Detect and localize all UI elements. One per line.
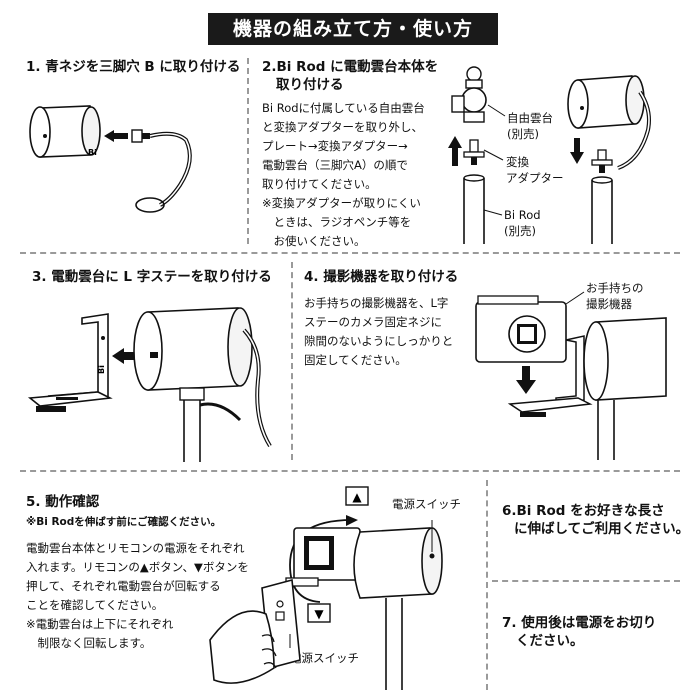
- separator-row1: [20, 252, 680, 254]
- up-button-icon: ▲: [352, 490, 362, 504]
- label-power-switch-bottom: 電源スイッチ: [290, 651, 359, 665]
- step4-title: 4. 撮影機器を取り付ける: [304, 269, 459, 285]
- separator-row2: [20, 470, 680, 472]
- step5-body: 電動雲台本体とリモコンの電源をそれぞれ入れます。リモコンの▲ボタン、▼ボタンを押…: [26, 541, 249, 650]
- separator-v3: [486, 480, 488, 690]
- step2-title-line2: 取り付ける: [276, 77, 344, 93]
- label-bi-rod: Bi Rod(別売): [504, 208, 541, 238]
- step1-device-mark: Bi: [88, 148, 97, 157]
- step2-body: Bi Rodに付属している自由雲台と変換アダプターを取り外し、プレート→変換アダ…: [262, 101, 425, 248]
- separator-v1: [247, 58, 249, 244]
- page-title: 機器の組み立て方・使い方: [208, 13, 498, 45]
- separator-67: [492, 580, 680, 582]
- step6-line2: に伸ばしてご利用ください。: [514, 521, 690, 537]
- label-ball-head: 自由雲台(別売): [507, 111, 553, 141]
- label-power-switch-top: 電源スイッチ: [392, 497, 461, 511]
- step2-title-line1: 2.Bi Rod に電動雲台本体を: [262, 59, 439, 75]
- step4-body: お手持ちの撮影機器を、L字ステーのカメラ固定ネジに 隙間のないようにしっかりと固…: [304, 296, 454, 367]
- step3-title: 3. 電動雲台に L 字ステーを取り付ける: [32, 269, 272, 285]
- separator-v2: [291, 262, 293, 460]
- step6-line1: 6.Bi Rod をお好きな長さ: [502, 503, 665, 519]
- step5-title: 5. 動作確認: [26, 494, 100, 510]
- label-adapter: 変換アダプター: [506, 155, 564, 185]
- step7-line1: 7. 使用後は電源をお切り: [502, 615, 657, 631]
- step5-note: ※Bi Rodを伸ばす前にご確認ください。: [26, 516, 222, 528]
- label-your-device: お手持ちの撮影機器: [586, 281, 644, 311]
- step7-line2: ください。: [516, 633, 584, 649]
- down-button-icon: ▼: [314, 607, 324, 621]
- step3-bracket-mark: Bi: [97, 365, 106, 374]
- step1-title: 1. 青ネジを三脚穴 B に取り付ける: [26, 59, 241, 75]
